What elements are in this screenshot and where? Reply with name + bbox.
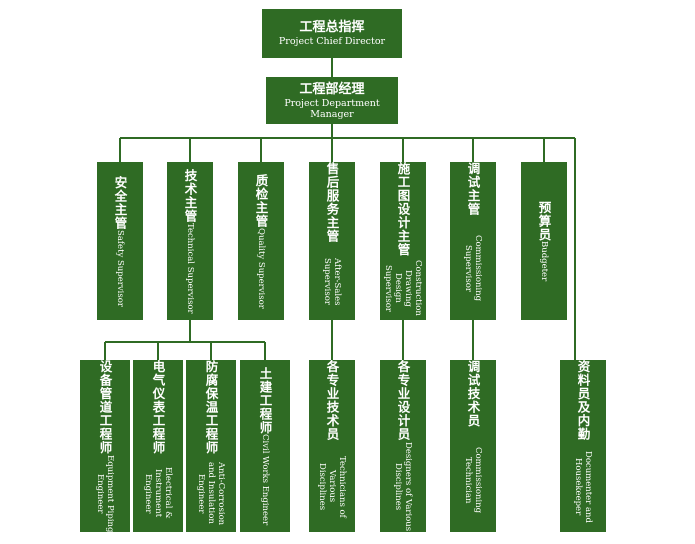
- node-label-en: Budgeter: [539, 241, 549, 282]
- node-label-zh: 工程部经理: [299, 81, 365, 97]
- node-commissioning-supervisor: 调试主管 Commissioning Supervisor: [450, 162, 496, 320]
- node-technical-supervisor: 技术主管 Technical Supervisor: [167, 162, 213, 320]
- node-label-en: Commissioning Technician: [463, 446, 483, 513]
- node-label-en: Project Chief Director: [278, 36, 386, 47]
- node-quality-supervisor: 质检主管 Quality Supervisor: [238, 162, 284, 320]
- node-documenter-housekeeper: 资料员及内勤 Documenter and Housekeeper: [560, 360, 606, 532]
- node-project-chief-director: 工程总指挥 Project Chief Director: [262, 9, 402, 58]
- node-project-department-manager: 工程部经理 Project Department Manager: [266, 77, 398, 124]
- node-technicians-various-disciplines: 各专业技术员 Technicians of Various Discipline…: [309, 360, 355, 532]
- node-equipment-piping-engineer: 设备管道工程师 Equipment Piping Engineer: [80, 360, 130, 532]
- node-label-zh: 电气仪表工程师: [150, 360, 166, 455]
- node-label-zh: 防腐保温工程师: [203, 360, 219, 455]
- node-label-en: Documenter and Housekeeper: [573, 450, 593, 523]
- node-label-zh: 工程总指挥: [299, 20, 365, 35]
- node-label-en: Technical Supervisor: [185, 222, 195, 314]
- node-label-zh: 施工图设计主管: [395, 162, 411, 257]
- node-label-en: Electrical & Instrument Engineer: [143, 467, 173, 520]
- node-label-en: Commissioning Supervisor: [463, 234, 483, 302]
- node-designers-various-disciplines: 各专业设计员 Designers of Various Disciplines: [380, 360, 426, 532]
- node-construction-drawing-design-supervisor: 施工图设计主管 Construction Drawing Design Supe…: [380, 162, 426, 320]
- node-label-zh: 调试技术员: [465, 360, 481, 428]
- node-label-en: Project Department Manager: [284, 97, 380, 120]
- node-label-zh: 预算员: [536, 200, 552, 242]
- node-anti-corrosion-insulation-engineer: 防腐保温工程师 Anti-Corrosion and Insulation En…: [186, 360, 236, 532]
- node-after-sales-supervisor: 售后服务主管 After-Sales Supervisor: [309, 162, 355, 320]
- node-label-zh: 安全主管: [112, 175, 128, 230]
- node-label-zh: 各专业设计员: [395, 360, 411, 441]
- node-label-en: Quality Supervisor: [256, 227, 266, 309]
- node-label-en: Designers of Various Disciplines: [393, 441, 413, 532]
- node-label-en: After-Sales Supervisor: [322, 257, 342, 306]
- node-label-zh: 各专业技术员: [324, 360, 340, 441]
- node-label-zh: 质检主管: [253, 173, 269, 228]
- node-label-en: Technicians of Various Disciplines: [317, 455, 347, 518]
- node-label-en: Construction Drawing Design Supervisor: [383, 260, 423, 317]
- node-commissioning-technician: 调试技术员 Commissioning Technician: [450, 360, 496, 532]
- node-label-zh: 资料员及内勤: [575, 360, 591, 441]
- node-electrical-instrument-engineer: 电气仪表工程师 Electrical & Instrument Engineer: [133, 360, 183, 532]
- node-civil-works-engineer: 土建工程师 Civil Works Engineer: [240, 360, 290, 532]
- node-safety-supervisor: 安全主管 Safety Supervisor: [97, 162, 143, 320]
- node-label-zh: 调试主管: [465, 162, 481, 216]
- node-label-en: Civil Works Engineer: [260, 434, 270, 526]
- node-label-en: Equipment Piping Engineer: [95, 454, 115, 532]
- node-label-zh: 技术主管: [182, 168, 198, 223]
- node-label-en: Anti-Corrosion and Insulation Engineer: [196, 461, 226, 525]
- node-budgeter: 预算员 Budgeter: [521, 162, 567, 320]
- node-label-zh: 售后服务主管: [324, 162, 340, 243]
- node-label-zh: 设备管道工程师: [97, 360, 113, 455]
- node-label-zh: 土建工程师: [257, 366, 273, 435]
- node-label-en: Safety Supervisor: [115, 229, 125, 307]
